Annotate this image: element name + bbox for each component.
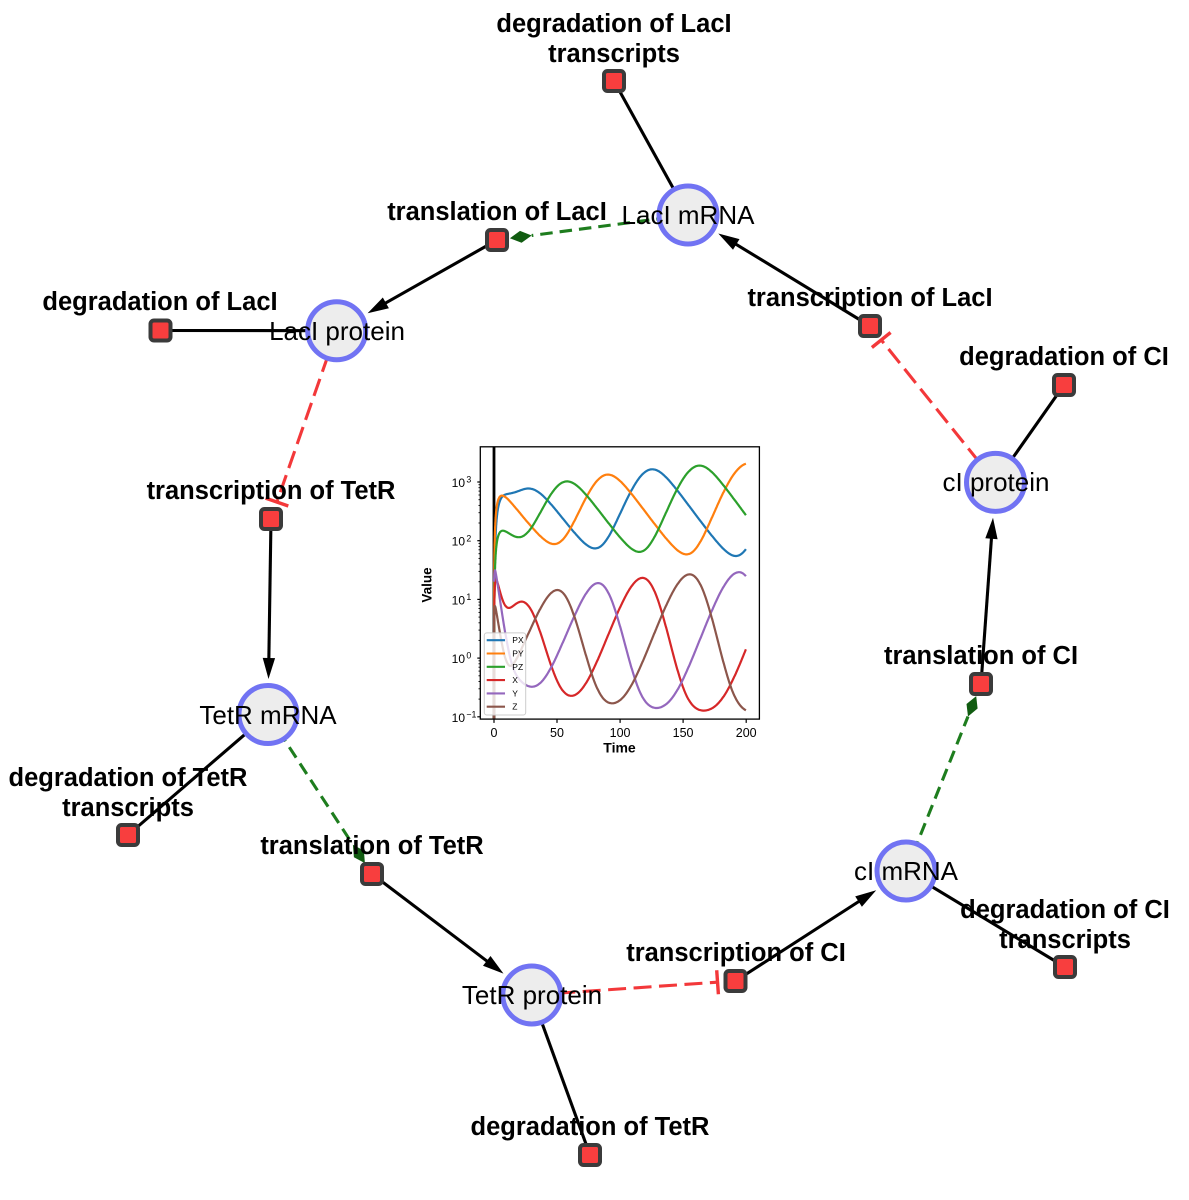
svg-text:PZ: PZ bbox=[512, 662, 523, 672]
svg-text:2: 2 bbox=[466, 533, 471, 543]
svg-text:LacI protein: LacI protein bbox=[269, 316, 405, 346]
svg-text:PX: PX bbox=[512, 635, 524, 645]
svg-text:150: 150 bbox=[673, 726, 694, 740]
svg-text:100: 100 bbox=[610, 726, 631, 740]
svg-text:Value: Value bbox=[420, 567, 435, 603]
svg-text:cI protein: cI protein bbox=[943, 467, 1050, 497]
svg-text:translation of LacI: translation of LacI bbox=[387, 198, 607, 226]
svg-text:LacI mRNA: LacI mRNA bbox=[622, 200, 756, 230]
svg-text:10: 10 bbox=[452, 535, 466, 549]
svg-text:cI mRNA: cI mRNA bbox=[854, 856, 959, 886]
svg-text:10: 10 bbox=[452, 476, 466, 490]
svg-text:−1: −1 bbox=[466, 709, 476, 719]
svg-text:Y: Y bbox=[512, 688, 518, 698]
svg-text:X: X bbox=[512, 675, 518, 685]
svg-text:10: 10 bbox=[452, 652, 466, 666]
svg-text:200: 200 bbox=[736, 726, 757, 740]
svg-text:transcription of TetR: transcription of TetR bbox=[147, 477, 396, 505]
svg-text:transcripts: transcripts bbox=[62, 794, 194, 822]
svg-text:degradation of LacI: degradation of LacI bbox=[42, 288, 277, 316]
svg-text:10: 10 bbox=[452, 593, 466, 607]
svg-text:degradation of CI: degradation of CI bbox=[960, 896, 1170, 924]
svg-text:0: 0 bbox=[466, 651, 471, 661]
svg-text:transcripts: transcripts bbox=[999, 926, 1131, 954]
svg-text:TetR protein: TetR protein bbox=[462, 980, 602, 1010]
svg-text:degradation of CI: degradation of CI bbox=[959, 343, 1169, 371]
svg-text:0: 0 bbox=[491, 726, 498, 740]
svg-text:degradation of LacI: degradation of LacI bbox=[496, 10, 731, 38]
svg-text:transcription of CI: transcription of CI bbox=[626, 939, 846, 967]
svg-text:translation of TetR: translation of TetR bbox=[260, 832, 483, 860]
svg-text:translation of CI: translation of CI bbox=[884, 642, 1078, 670]
svg-text:Time: Time bbox=[603, 739, 636, 755]
svg-text:transcription of LacI: transcription of LacI bbox=[747, 284, 992, 312]
svg-text:10: 10 bbox=[452, 711, 466, 725]
svg-text:PY: PY bbox=[512, 649, 524, 659]
svg-text:degradation of TetR: degradation of TetR bbox=[471, 1113, 710, 1141]
svg-text:1: 1 bbox=[466, 592, 471, 602]
svg-text:Z: Z bbox=[512, 702, 517, 712]
svg-text:transcripts: transcripts bbox=[548, 40, 680, 68]
svg-text:TetR mRNA: TetR mRNA bbox=[199, 700, 337, 730]
svg-text:degradation of TetR: degradation of TetR bbox=[9, 764, 248, 792]
svg-text:50: 50 bbox=[550, 726, 564, 740]
svg-text:3: 3 bbox=[466, 475, 471, 485]
